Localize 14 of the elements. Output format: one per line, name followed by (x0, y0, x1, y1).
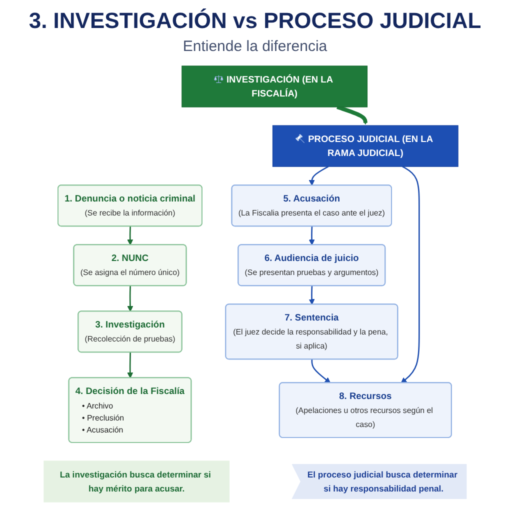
node-box: La investigación busca determinar si hay mérito para acusar. (44, 460, 230, 502)
subtitle: Entiende la diferencia (182, 38, 328, 55)
node-box: PROCESO JUDICIAL (EN LA RAMA JUDICIAL) (272, 125, 458, 167)
title: 3. INVESTIGACIÓN vs PROCESO JUDICIAL (28, 8, 482, 34)
arrow (400, 166, 420, 384)
arrow (127, 226, 133, 246)
arrow (308, 226, 315, 246)
arrow (311, 359, 330, 384)
arrow (336, 105, 368, 125)
arrow (127, 352, 133, 378)
arrow (308, 286, 315, 305)
arrow (127, 286, 133, 312)
arrow (308, 166, 329, 186)
node-box: INVESTIGACIÓN (EN LA FISCALÍA) (181, 66, 368, 108)
